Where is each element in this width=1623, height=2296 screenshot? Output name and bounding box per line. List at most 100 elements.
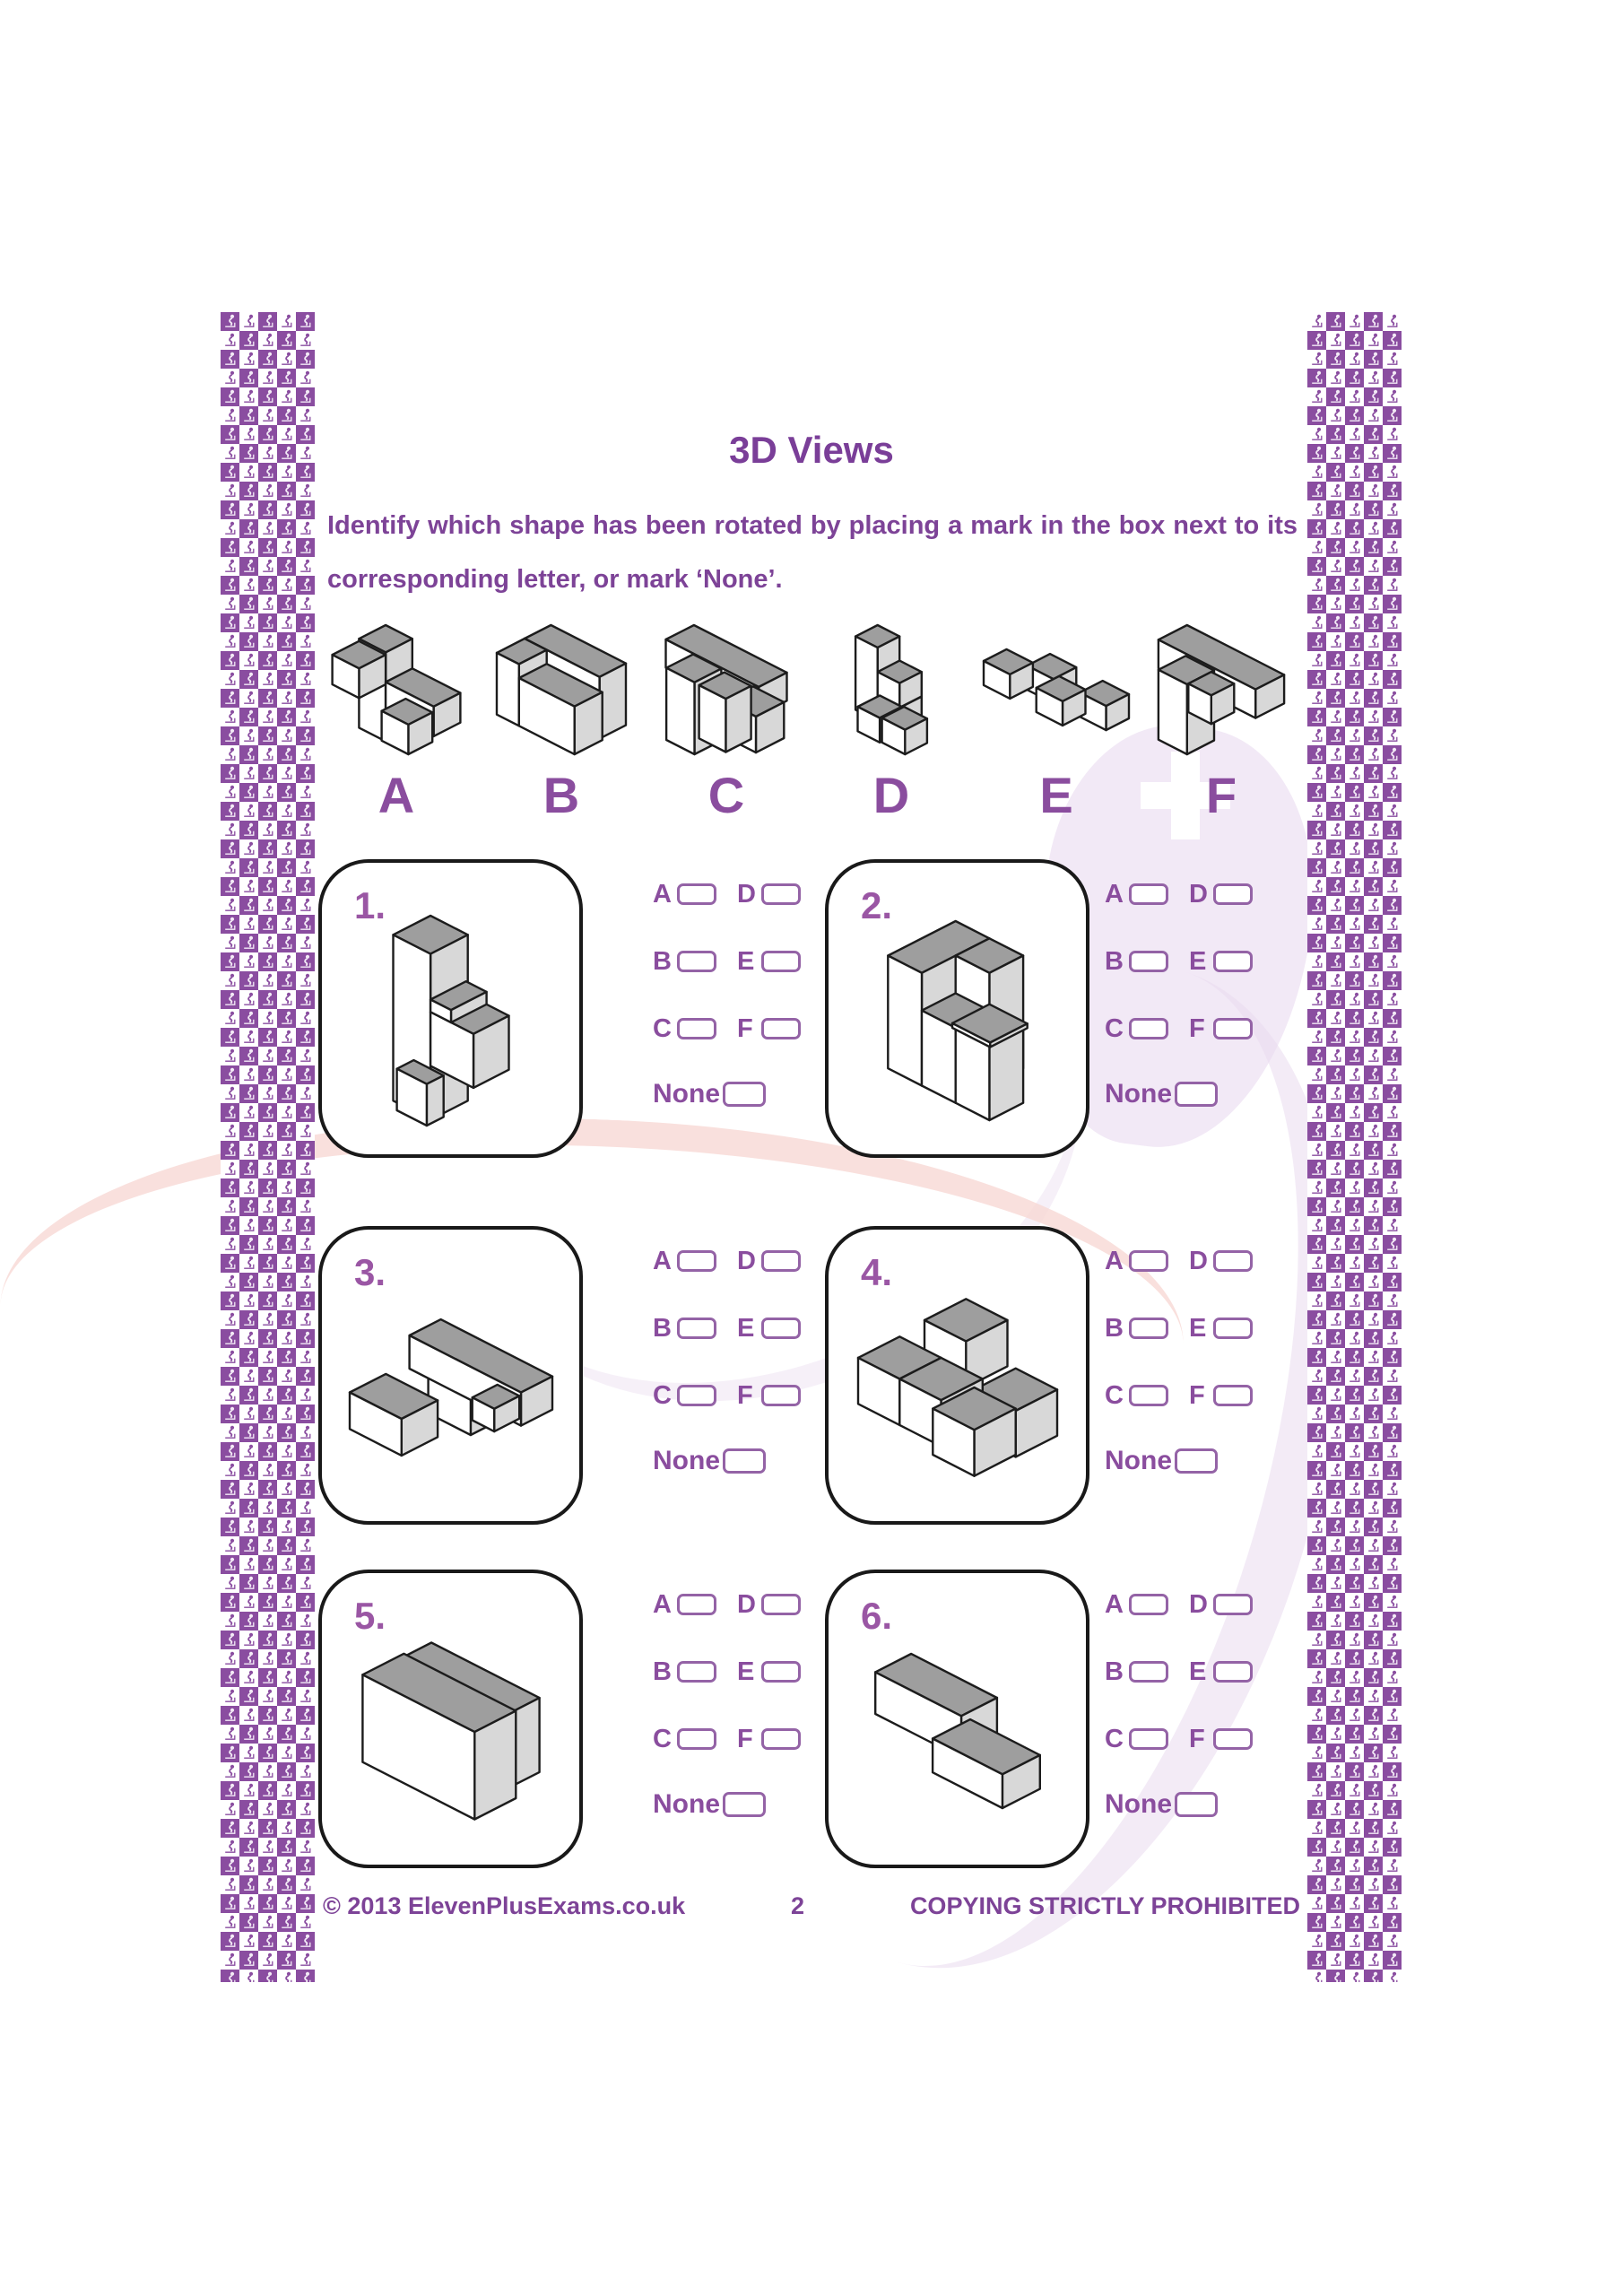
reference-shape-e: E (974, 617, 1139, 824)
answer-checkbox-none[interactable] (723, 1792, 766, 1817)
shape-a-label: A (378, 767, 415, 823)
shape-d-figure (854, 623, 929, 756)
answer-checkbox-f[interactable] (1213, 1385, 1253, 1406)
question-6-box: 6. (825, 1570, 1089, 1868)
answer-checkbox-b[interactable] (1129, 1318, 1168, 1339)
option-c-label: C (1105, 1724, 1124, 1753)
answer-checkbox-c[interactable] (677, 1728, 716, 1750)
answer-checkbox-none[interactable] (1175, 1448, 1218, 1474)
option-e-label: E (737, 946, 755, 976)
reference-shape-f: F (1139, 617, 1304, 824)
option-e-label: E (1189, 946, 1207, 976)
footer-copyright: © 2013 ElevenPlusExams.co.uk (323, 1892, 686, 1919)
question-5-options: A D B E C F None (653, 1590, 810, 1824)
option-f-label: F (1189, 1013, 1205, 1043)
question-3-box: 3. (318, 1226, 583, 1525)
answer-checkbox-c[interactable] (677, 1385, 716, 1406)
answer-checkbox-e[interactable] (761, 1318, 801, 1339)
answer-checkbox-a[interactable] (1129, 1250, 1168, 1272)
question-5-number: 5. (354, 1595, 386, 1637)
none-row: None (1105, 1789, 1218, 1820)
question-4-options: A D B E C F None (1105, 1247, 1262, 1481)
option-row: A D (1105, 880, 1273, 909)
answer-checkbox-d[interactable] (761, 1594, 801, 1615)
option-row: B E (1105, 1314, 1273, 1343)
instructions-text: Identify which shape has been rotated by… (327, 511, 1298, 594)
option-b-label: B (1105, 1657, 1124, 1686)
option-none-label: None (653, 1446, 720, 1475)
answer-checkbox-b[interactable] (677, 951, 716, 972)
option-row: B E (653, 1657, 821, 1686)
question-3-figure (348, 1318, 553, 1457)
answer-checkbox-f[interactable] (1213, 1018, 1253, 1039)
answer-checkbox-d[interactable] (1213, 1594, 1253, 1615)
answer-checkbox-none[interactable] (723, 1448, 766, 1474)
question-4-box: 4. (825, 1226, 1089, 1525)
option-e-label: E (737, 1313, 755, 1343)
left-checkered-border (221, 312, 315, 1982)
answer-checkbox-d[interactable] (1213, 883, 1253, 905)
question-5-figure (360, 1640, 541, 1821)
shape-c-figure (664, 623, 788, 756)
answer-checkbox-f[interactable] (761, 1385, 801, 1406)
answer-checkbox-e[interactable] (1213, 951, 1253, 972)
shape-d-label: D (872, 767, 910, 823)
option-a-label: A (1105, 1246, 1124, 1275)
option-c-label: C (653, 1724, 672, 1753)
option-row: A D (1105, 1246, 1273, 1275)
option-c-label: C (653, 1013, 672, 1043)
answer-checkbox-e[interactable] (1213, 1661, 1253, 1683)
option-b-label: B (653, 1313, 672, 1343)
answer-checkbox-a[interactable] (677, 1594, 716, 1615)
shape-b-figure (495, 623, 628, 756)
none-row: None (653, 1079, 766, 1109)
answer-checkbox-e[interactable] (761, 951, 801, 972)
answer-checkbox-f[interactable] (761, 1728, 801, 1750)
answer-checkbox-d[interactable] (1213, 1250, 1253, 1272)
answer-checkbox-c[interactable] (1129, 1385, 1168, 1406)
answer-checkbox-e[interactable] (1213, 1318, 1253, 1339)
answer-checkbox-a[interactable] (677, 1250, 716, 1272)
answer-checkbox-c[interactable] (1129, 1018, 1168, 1039)
answer-checkbox-b[interactable] (1129, 951, 1168, 972)
answer-checkbox-none[interactable] (1175, 1082, 1218, 1107)
shape-f-figure (1157, 623, 1286, 756)
answer-checkbox-b[interactable] (677, 1661, 716, 1683)
footer-page-number: 2 (791, 1892, 805, 1919)
option-none-label: None (653, 1079, 720, 1109)
answer-checkbox-f[interactable] (761, 1018, 801, 1039)
option-a-label: A (653, 879, 672, 909)
right-checkered-border (1307, 312, 1402, 1982)
option-row: B E (1105, 1657, 1273, 1686)
answer-checkbox-b[interactable] (1129, 1661, 1168, 1683)
option-row: C F (1105, 1381, 1273, 1410)
answer-checkbox-d[interactable] (761, 883, 801, 905)
option-row: A D (653, 1590, 821, 1619)
answer-checkbox-a[interactable] (677, 883, 716, 905)
question-5-box: 5. (318, 1570, 583, 1868)
option-b-label: B (653, 1657, 672, 1686)
answer-checkbox-e[interactable] (761, 1661, 801, 1683)
answer-checkbox-d[interactable] (761, 1250, 801, 1272)
question-2-box: 2. (825, 859, 1089, 1158)
answer-checkbox-c[interactable] (677, 1018, 716, 1039)
option-b-label: B (653, 946, 672, 976)
answer-checkbox-none[interactable] (723, 1082, 766, 1107)
option-a-label: A (653, 1246, 672, 1275)
none-row: None (653, 1446, 766, 1476)
answer-checkbox-none[interactable] (1175, 1792, 1218, 1817)
option-none-label: None (1105, 1789, 1172, 1819)
answer-checkbox-f[interactable] (1213, 1728, 1253, 1750)
answer-checkbox-c[interactable] (1129, 1728, 1168, 1750)
option-e-label: E (1189, 1657, 1207, 1686)
answer-checkbox-b[interactable] (677, 1318, 716, 1339)
question-1-figure (391, 914, 510, 1126)
option-row: A D (653, 879, 821, 909)
option-e-label: E (737, 1657, 755, 1686)
option-row: B E (1105, 946, 1273, 976)
answer-checkbox-a[interactable] (1129, 1594, 1168, 1615)
answer-checkbox-a[interactable] (1129, 883, 1168, 905)
option-row: C F (1105, 1724, 1273, 1753)
shape-a-figure (331, 623, 462, 756)
